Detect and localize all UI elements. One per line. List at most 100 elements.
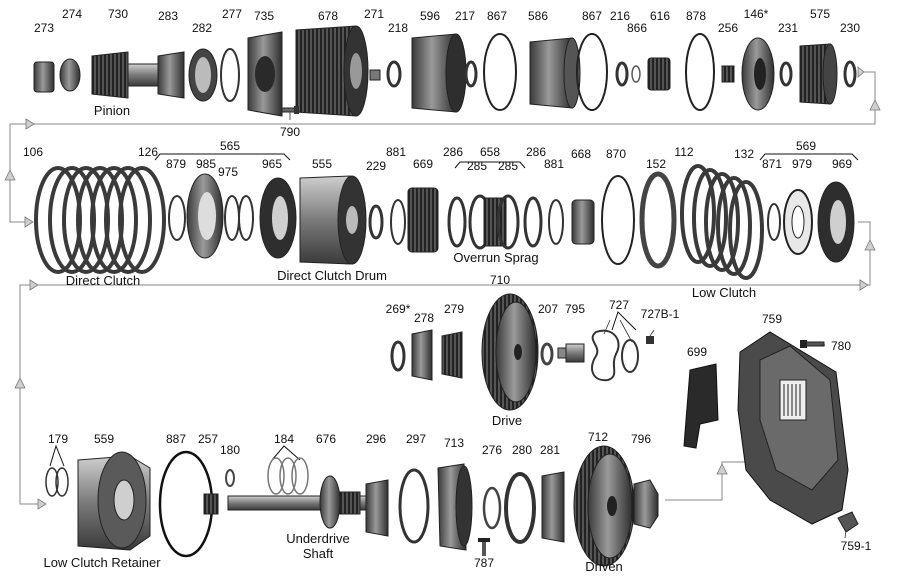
label-787: 787: [473, 556, 495, 570]
part-699: [683, 363, 719, 449]
label-271: 271: [363, 7, 385, 21]
part-112-low-clutch-plates: [680, 164, 764, 280]
part-180: [225, 469, 235, 487]
part-274: [59, 58, 81, 92]
bracket-184: [271, 445, 301, 461]
part-286a: [447, 196, 467, 248]
arrow-icon: [869, 99, 881, 111]
label-887: 887: [165, 432, 187, 446]
part-712-driven-gear: [573, 445, 635, 567]
part-669: [407, 187, 439, 253]
flow-lines: [9, 71, 876, 505]
label-286b: 286: [525, 145, 547, 159]
part-881a: [390, 199, 406, 245]
label-218: 218: [387, 21, 409, 35]
part-152: [639, 171, 677, 269]
label-146: 146*: [743, 7, 769, 21]
label-132: 132: [733, 147, 755, 161]
part-678: [295, 25, 369, 117]
part-759-cover: [737, 331, 849, 525]
part-586: [529, 37, 581, 109]
caption-pinion: Pinion: [93, 103, 131, 118]
caption-driven: Driven: [585, 559, 623, 574]
arrow-icon: [14, 377, 26, 389]
part-780: [800, 340, 825, 348]
part-229: [368, 204, 384, 240]
label-881b: 881: [543, 157, 565, 171]
part-273: [33, 61, 55, 93]
label-759: 759: [761, 312, 783, 326]
flow-line-row2-return: [19, 221, 871, 505]
part-787: [478, 538, 490, 556]
label-297: 297: [405, 432, 427, 446]
caption-direct-clutch-drum: Direct Clutch Drum: [277, 268, 387, 283]
label-281: 281: [539, 443, 561, 457]
label-180: 180: [219, 443, 241, 457]
label-871: 871: [761, 157, 783, 171]
part-231: [779, 61, 793, 87]
label-217: 217: [454, 9, 476, 23]
part-871: [767, 203, 781, 241]
label-596: 596: [419, 9, 441, 23]
label-712: 712: [587, 430, 609, 444]
label-710: 710: [489, 273, 511, 287]
label-280: 280: [511, 443, 533, 457]
label-285b: 285: [497, 159, 519, 173]
label-867a: 867: [486, 9, 508, 23]
part-277: [220, 48, 240, 102]
part-730-pinion: [91, 51, 159, 99]
label-276: 276: [481, 443, 503, 457]
row3-parts: [390, 293, 849, 525]
label-668: 668: [570, 147, 592, 161]
label-866: 866: [626, 21, 648, 35]
label-184: 184: [273, 432, 295, 446]
row1-parts: [33, 25, 857, 117]
part-796: [633, 479, 659, 529]
part-207: [540, 342, 554, 366]
label-727: 727: [608, 298, 630, 312]
label-658: 658: [479, 145, 501, 159]
part-257: [203, 493, 219, 515]
caption-drive: Drive: [491, 413, 523, 428]
label-881a: 881: [385, 145, 407, 159]
arrow-icon: [29, 279, 39, 291]
label-878: 878: [685, 9, 707, 23]
arrow-icon: [859, 279, 869, 291]
part-713: [437, 463, 473, 551]
part-795: [557, 343, 585, 363]
part-256: [721, 65, 735, 83]
part-668: [571, 199, 595, 245]
label-985: 985: [195, 157, 217, 171]
label-969: 969: [831, 157, 853, 171]
part-965: [259, 177, 297, 259]
part-216: [615, 61, 629, 87]
label-699: 699: [686, 345, 708, 359]
part-881b: [548, 199, 564, 245]
label-867b: 867: [581, 9, 603, 23]
label-730: 730: [107, 7, 129, 21]
arrow-icon: [857, 66, 865, 78]
label-796: 796: [630, 432, 652, 446]
part-985: [186, 173, 224, 259]
part-281: [541, 471, 565, 543]
label-790: 790: [279, 125, 301, 139]
label-277: 277: [221, 7, 243, 21]
part-866: [631, 65, 641, 83]
part-658-overrun-sprag: [468, 194, 520, 250]
part-870: [601, 175, 635, 265]
caption-underdrive-shaft-line1: Underdrive: [286, 531, 350, 546]
label-586: 586: [527, 9, 549, 23]
flow-arrows: [4, 66, 881, 510]
label-286a: 286: [442, 145, 464, 159]
label-152: 152: [645, 157, 667, 171]
caption-low-clutch: Low Clutch: [691, 285, 757, 300]
label-780: 780: [830, 339, 852, 353]
label-229: 229: [365, 159, 387, 173]
label-559: 559: [93, 432, 115, 446]
label-575: 575: [809, 7, 831, 21]
part-271: [369, 69, 381, 81]
part-283: [157, 51, 185, 99]
arrow-icon: [716, 463, 728, 475]
label-879: 879: [165, 157, 187, 171]
part-296: [365, 479, 389, 537]
